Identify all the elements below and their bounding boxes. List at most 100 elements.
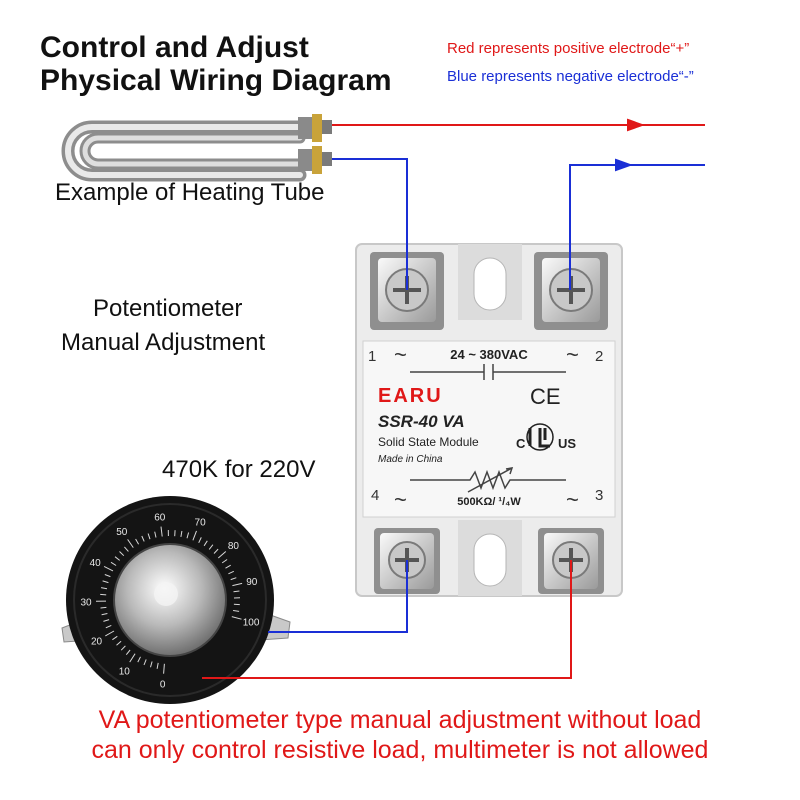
brand-logo: EARU [378, 385, 443, 407]
dial-scale-label: 30 [80, 598, 92, 609]
potentiometer-symbol [410, 467, 566, 493]
dial-tick [135, 538, 140, 545]
warning-line-1: VA potentiometer type manual adjustment … [98, 706, 702, 734]
wires [202, 118, 705, 679]
dial-tick [100, 593, 107, 596]
dial-tick [119, 551, 125, 557]
negative-wire-top [569, 164, 705, 290]
dial-tick [154, 531, 157, 538]
negative-wire-dial [268, 560, 408, 633]
dial-tick [101, 613, 108, 616]
dial-scale-label: 90 [246, 577, 258, 588]
heating-tube [61, 114, 332, 182]
dial-tick [233, 590, 240, 593]
ce-mark: CE [530, 384, 561, 409]
dial-scale-label: 60 [154, 513, 166, 524]
resistance-rating: 500KΩ/ ¹/₄W [457, 496, 521, 508]
dial-tick [124, 546, 129, 552]
dial-tick [103, 565, 114, 572]
dial-tick [129, 653, 136, 663]
dial-scale-label: 0 [160, 680, 166, 691]
terminal-3-number: 3 [595, 487, 603, 504]
dial-tick [213, 548, 219, 554]
positive-arrow [627, 118, 645, 132]
solid-state-relay [355, 243, 623, 597]
dial-tick [137, 656, 141, 663]
dial-tick [163, 663, 165, 674]
dial-tick [230, 577, 237, 581]
terminal-4-number: 4 [371, 487, 379, 504]
potentiometer-dial: 0 10 20 30 40 50 60 70 80 90 100 [61, 496, 291, 704]
dial-scale-label: 100 [243, 618, 260, 629]
terminal-4-tilde: ~ [394, 487, 407, 512]
voltage-rating: 24 ~ 380VAC [450, 347, 528, 362]
ul-mark-ring [526, 423, 554, 451]
dial-tick [156, 662, 159, 669]
dial-tick [228, 570, 235, 575]
resistance-label: 470K for 220V [162, 456, 316, 483]
dial-scale-label: 10 [119, 666, 131, 677]
terminal-1-tilde: ~ [394, 342, 407, 367]
dial-tick [116, 640, 122, 646]
title-line-2: Physical Wiring Diagram [40, 64, 392, 97]
dial-ticks [95, 526, 243, 674]
dial-tick [104, 574, 111, 578]
dial-tick [127, 539, 134, 548]
positive-wire-dial [202, 560, 572, 679]
dial-tick [180, 530, 183, 537]
dial-tick [160, 526, 163, 537]
dial-tick [186, 532, 190, 539]
terminal-3-tilde: ~ [566, 487, 579, 512]
dial-tick [143, 659, 147, 666]
potentiometer-label-line-2: Manual Adjustment [61, 329, 266, 356]
warning-line-2: can only control resistive load, multime… [91, 736, 709, 764]
potentiometer-label-line-1: Potentiometer [93, 295, 243, 322]
terminal-2-number: 2 [595, 348, 603, 365]
terminal-1-number: 1 [368, 348, 376, 365]
legend-negative: Blue represents negative electrode“-” [447, 68, 694, 85]
dial-tick [221, 559, 228, 564]
origin-text: Made in China [378, 454, 443, 465]
dial-knob-center [154, 582, 178, 606]
dial-scale-label: 80 [228, 541, 240, 552]
module-description: Solid State Module [378, 435, 479, 449]
dial-tick [105, 630, 115, 637]
negative-arrow [615, 158, 633, 172]
heating-tube-label: Example of Heating Tube [55, 179, 325, 206]
dial-tick [192, 530, 197, 541]
dial-scale: 0 10 20 30 40 50 60 70 80 90 100 [80, 513, 259, 691]
dial-tick [125, 649, 131, 656]
dial-scale-label: 50 [116, 527, 128, 538]
dial-scale-label: 20 [91, 637, 103, 648]
ul-mark-c: C [516, 436, 526, 451]
dial-scale-label: 70 [195, 518, 207, 529]
dial-tick [112, 635, 118, 641]
dial-tick [198, 537, 202, 544]
dial-tick [147, 533, 151, 540]
dial-tick [233, 610, 240, 612]
ul-mark-us: US [558, 436, 576, 451]
terminal-2-tilde: ~ [566, 342, 579, 367]
dial-tick [208, 544, 214, 550]
model-number: SSR-40 VA [378, 412, 465, 431]
dial-tick [100, 606, 107, 609]
dial-tick [105, 624, 112, 629]
dial-tick [120, 645, 126, 651]
dial-scale-label: 40 [90, 558, 102, 569]
ul-mark: C US [516, 423, 576, 451]
output-circuit-line [410, 364, 566, 380]
dial-tick [150, 661, 153, 668]
relay-label-panel: 1 ~ ~ 2 24 ~ 380VAC EARU CE SSR-40 VA So… [368, 342, 603, 512]
dial-tick [110, 561, 117, 566]
dial-tick [141, 535, 145, 542]
dial-tick [114, 556, 121, 561]
title-line-1: Control and Adjust [40, 31, 309, 64]
dial-tick [203, 540, 208, 547]
negative-wire-tube [332, 158, 408, 290]
dial-tick [103, 619, 110, 622]
dial-tick [231, 616, 242, 620]
dial-tick [225, 564, 231, 569]
dial-tick [102, 580, 109, 584]
ul-mark-symbol [528, 428, 550, 448]
